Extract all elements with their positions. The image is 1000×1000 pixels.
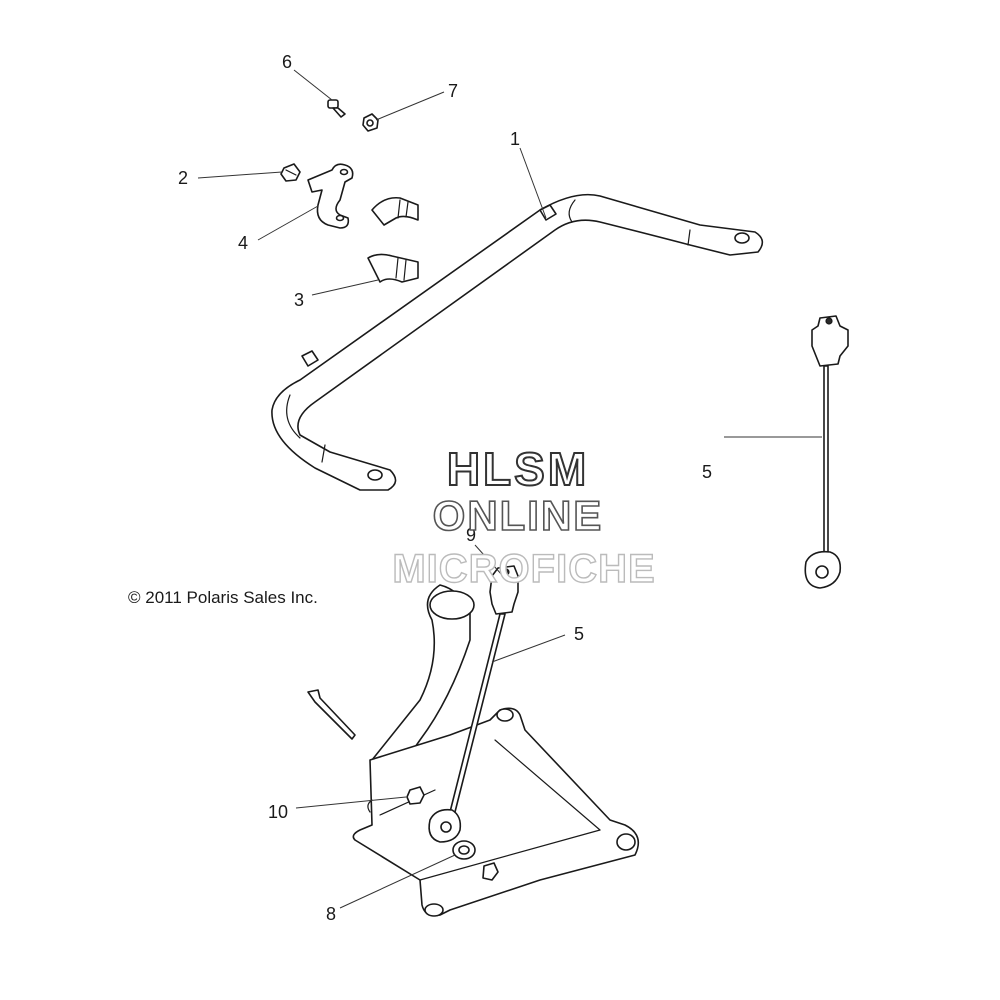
callout-10: 10 <box>268 802 288 822</box>
leader-6 <box>293 69 333 101</box>
leader-lines <box>197 69 822 909</box>
watermark-line-2: ONLINE <box>433 492 604 539</box>
callout-1: 1 <box>510 129 520 149</box>
watermark-line-3: MICROFICHE <box>392 547 655 591</box>
leader-9 <box>474 544 503 576</box>
stabilizer-link-right <box>804 315 849 589</box>
spacer-8 <box>452 840 499 881</box>
stabilizer-link-center <box>428 565 519 843</box>
callout-5b: 5 <box>574 624 584 644</box>
callout-8: 8 <box>326 904 336 924</box>
watermark: HLSM ONLINE MICROFICHE <box>392 442 656 592</box>
bushing-upper <box>371 196 419 226</box>
callout-9: 9 <box>466 525 476 545</box>
control-arm <box>352 584 640 917</box>
leader-7 <box>375 91 445 121</box>
leader-1 <box>519 147 547 219</box>
leader-8 <box>339 854 456 909</box>
callout-2: 2 <box>178 168 188 188</box>
leader-4 <box>257 205 319 241</box>
bolt-6 <box>327 99 346 118</box>
clamp-bracket <box>307 163 354 229</box>
stabilizer-bar <box>271 193 764 491</box>
pivot-bolt <box>307 689 356 740</box>
leader-10 <box>295 796 407 809</box>
nut-2 <box>280 163 301 182</box>
nut-10 <box>406 786 425 805</box>
watermark-line-1: HLSM <box>447 443 589 495</box>
leader-5b <box>491 634 566 663</box>
flange-nut-7 <box>362 113 379 132</box>
callout-4: 4 <box>238 233 248 253</box>
bushing-lower <box>367 253 419 283</box>
leader-2 <box>197 171 283 179</box>
callout-6: 6 <box>282 52 292 72</box>
leader-3 <box>311 279 379 296</box>
callout-5a: 5 <box>702 462 712 482</box>
callout-7: 7 <box>448 81 458 101</box>
callout-3: 3 <box>294 290 304 310</box>
copyright-notice: © 2011 Polaris Sales Inc. <box>128 588 318 607</box>
